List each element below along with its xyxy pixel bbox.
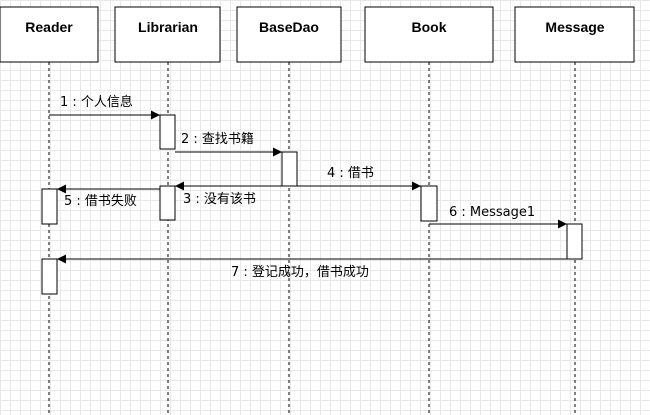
message-label: 5 : 借书失败: [64, 194, 137, 209]
participant-message: Message: [514, 6, 635, 63]
participant-box: [0, 6, 99, 63]
activation-reader-2: [41, 258, 58, 295]
participant-name: BaseDao: [259, 19, 319, 35]
message-6: 6 : Message1: [429, 205, 567, 229]
activations: [41, 114, 583, 295]
participant-box: [514, 6, 635, 63]
participant-box: [364, 6, 494, 63]
lifelines: [48, 62, 576, 415]
activation-librarian-2: [159, 185, 176, 221]
participant-name: Reader: [25, 19, 73, 35]
message-label: 2 : 查找书籍: [181, 131, 254, 147]
message-3: 3 : 没有该书: [175, 181, 282, 207]
participant-name: Message: [545, 19, 604, 35]
message-5: 5 : 借书失败: [57, 184, 160, 209]
activation-basedao-1: [281, 151, 298, 187]
message-label: 6 : Message1: [449, 205, 535, 220]
activation-reader-1: [41, 188, 58, 225]
participant-name: Librarian: [138, 19, 198, 35]
activation-librarian-1: [159, 114, 176, 150]
message-1: 1 : 个人信息: [49, 94, 160, 120]
message-7: 7 : 登记成功，借书成功: [57, 254, 582, 280]
participant-name: Book: [412, 19, 447, 35]
participant-basedao: BaseDao: [236, 6, 342, 63]
message-2: 2 : 查找书籍: [175, 131, 282, 157]
participant-box: [114, 6, 221, 63]
message-label: 7 : 登记成功，借书成功: [231, 265, 369, 280]
message-label: 3 : 没有该书: [183, 192, 256, 207]
activation-book-1: [420, 185, 438, 222]
participant-book: Book: [364, 6, 494, 63]
message-label: 1 : 个人信息: [60, 94, 133, 110]
message-4: 4 : 借书: [297, 166, 421, 191]
activation-message-1: [566, 223, 583, 260]
message-label: 4 : 借书: [327, 166, 374, 181]
participant-box: [236, 6, 342, 63]
participant-librarian: Librarian: [114, 6, 221, 63]
participant-reader: Reader: [0, 6, 99, 63]
